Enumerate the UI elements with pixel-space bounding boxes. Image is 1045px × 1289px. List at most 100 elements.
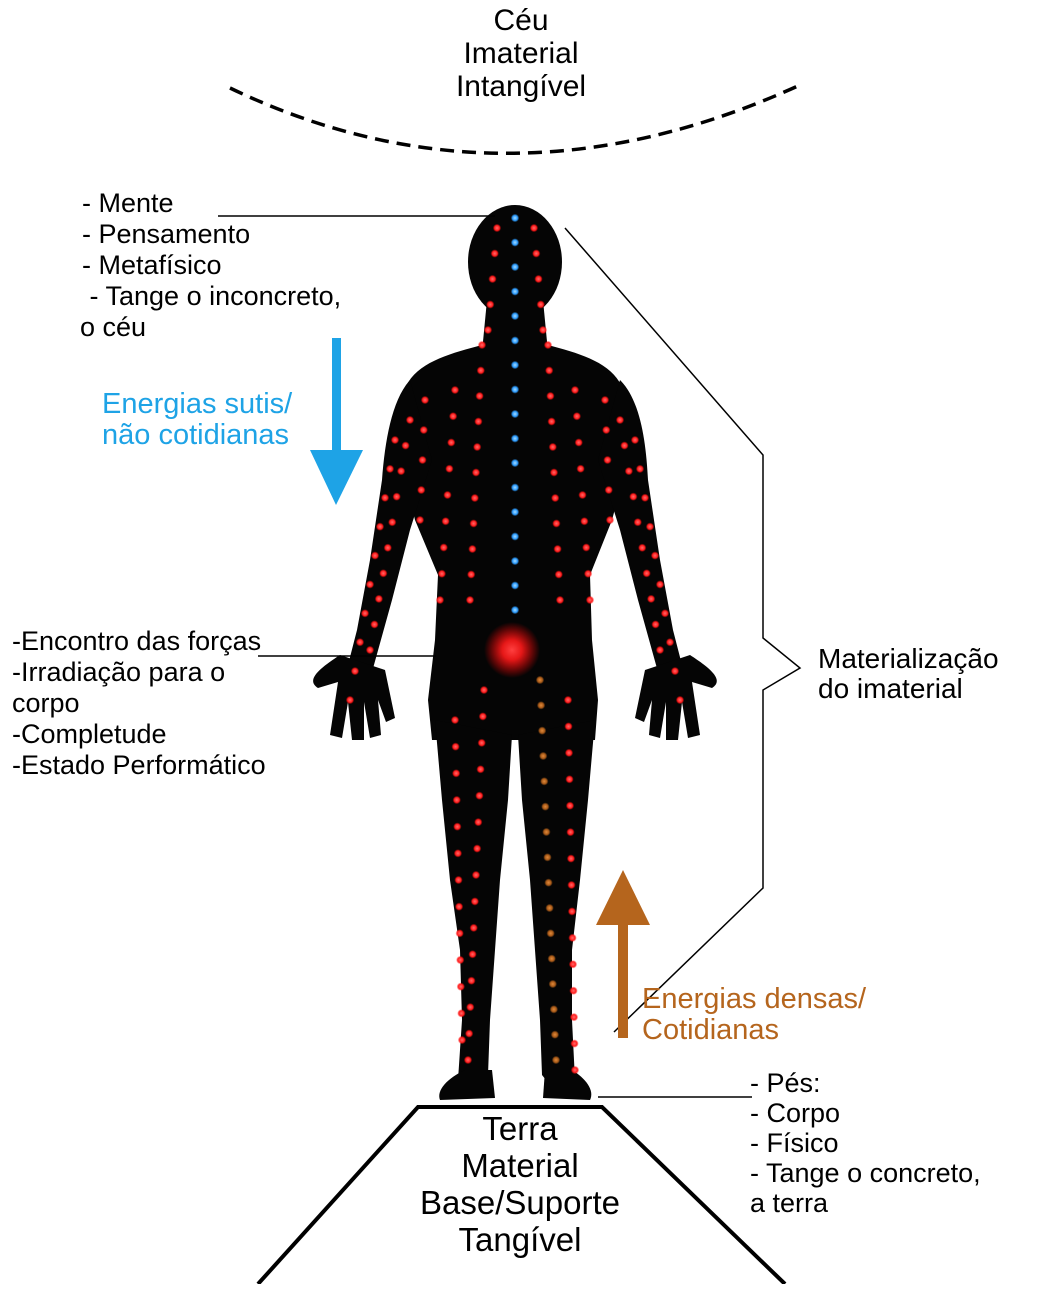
red-energy-point xyxy=(575,438,583,446)
red-energy-point xyxy=(568,907,576,915)
red-energy-point xyxy=(550,468,558,476)
feet-labels: - Pés: - Corpo - Físico - Tange o concre… xyxy=(750,1070,981,1220)
dense-energy-line: Cotidianas xyxy=(642,1016,866,1045)
red-energy-point xyxy=(605,486,613,494)
red-energy-point xyxy=(441,517,449,525)
red-energy-point xyxy=(642,569,650,577)
orange-energy-point xyxy=(542,828,550,836)
red-energy-point xyxy=(646,522,654,530)
red-energy-point xyxy=(636,465,644,473)
orange-energy-point xyxy=(538,726,546,734)
earth-line: Tangível xyxy=(420,1223,620,1256)
red-energy-point xyxy=(452,769,460,777)
red-energy-point xyxy=(584,570,592,578)
earth-line: Material xyxy=(420,1149,620,1182)
red-energy-point xyxy=(418,456,426,464)
blue-energy-point xyxy=(511,581,519,589)
red-energy-point xyxy=(453,796,461,804)
orange-energy-point xyxy=(552,1056,560,1064)
red-energy-point xyxy=(464,1056,472,1064)
red-energy-point xyxy=(671,667,679,675)
blue-energy-point xyxy=(511,263,519,271)
red-energy-point xyxy=(565,749,573,757)
blue-energy-point xyxy=(511,312,519,320)
red-energy-point xyxy=(475,792,483,800)
feet-label: - Físico xyxy=(750,1130,981,1157)
red-energy-point xyxy=(361,609,369,617)
red-energy-point xyxy=(451,716,459,724)
red-energy-point xyxy=(388,518,396,526)
red-energy-point xyxy=(443,491,451,499)
red-energy-point xyxy=(401,441,409,449)
red-energy-point xyxy=(375,595,383,603)
red-energy-point xyxy=(567,854,575,862)
red-energy-point xyxy=(457,1009,465,1017)
red-energy-point xyxy=(453,822,461,830)
mind-label: - Pensamento xyxy=(82,221,341,248)
blue-energy-point xyxy=(511,238,519,246)
orange-energy-point xyxy=(544,878,552,886)
red-energy-point xyxy=(471,494,479,502)
red-energy-point xyxy=(484,326,492,334)
dense-energy-line: Energias densas/ xyxy=(642,985,866,1014)
center-label: -Completude xyxy=(12,721,266,748)
red-energy-point xyxy=(553,545,561,553)
red-energy-point xyxy=(478,341,486,349)
center-label: -Estado Performático xyxy=(12,752,266,779)
blue-energy-point xyxy=(511,557,519,565)
red-energy-point xyxy=(457,982,465,990)
red-energy-point xyxy=(606,516,614,524)
red-energy-point xyxy=(569,987,577,995)
red-energy-point xyxy=(486,300,494,308)
red-energy-point xyxy=(573,412,581,420)
blue-energy-point xyxy=(511,214,519,222)
center-labels: -Encontro das forças -Irradiação para o … xyxy=(12,628,266,783)
subtle-energy-line: Energias sutis/ xyxy=(102,390,292,419)
blue-energy-point xyxy=(511,410,519,418)
blue-energy-point xyxy=(511,361,519,369)
red-energy-point xyxy=(417,486,425,494)
red-energy-point xyxy=(634,518,642,526)
red-energy-point xyxy=(629,492,637,500)
red-energy-point xyxy=(580,517,588,525)
red-energy-point xyxy=(620,441,628,449)
red-energy-point xyxy=(449,412,457,420)
red-energy-point xyxy=(537,300,545,308)
blue-energy-point xyxy=(511,532,519,540)
red-energy-point xyxy=(416,516,424,524)
red-energy-point xyxy=(564,696,572,704)
blue-energy-point xyxy=(511,336,519,344)
red-energy-point xyxy=(474,818,482,826)
red-energy-point xyxy=(566,802,574,810)
red-energy-point xyxy=(544,341,552,349)
feet-label: - Corpo xyxy=(750,1100,981,1127)
red-energy-point xyxy=(468,545,476,553)
red-energy-point xyxy=(564,722,572,730)
mind-label: - Metafísico xyxy=(82,252,341,279)
red-energy-point xyxy=(420,426,428,434)
red-energy-point xyxy=(440,543,448,551)
red-energy-point xyxy=(451,386,459,394)
subtle-energy-line: não cotidianas xyxy=(102,421,292,450)
red-energy-point xyxy=(571,1066,579,1074)
red-energy-point xyxy=(586,596,594,604)
red-energy-point xyxy=(555,570,563,578)
red-energy-point xyxy=(530,224,538,232)
orange-energy-point xyxy=(537,701,545,709)
orange-energy-point xyxy=(550,1005,558,1013)
orange-energy-point xyxy=(549,980,557,988)
red-energy-point xyxy=(392,492,400,500)
red-energy-point xyxy=(603,456,611,464)
red-energy-point xyxy=(534,275,542,283)
center-label: -Encontro das forças xyxy=(12,628,266,655)
red-energy-point xyxy=(384,544,392,552)
red-energy-point xyxy=(578,491,586,499)
red-energy-point xyxy=(488,275,496,283)
mind-label: o céu xyxy=(80,314,341,341)
red-energy-point xyxy=(551,494,559,502)
red-energy-point xyxy=(661,609,669,617)
red-energy-point xyxy=(576,465,584,473)
sky-line: Imaterial xyxy=(456,39,586,69)
subtle-energy-label: Energias sutis/ não cotidianas xyxy=(102,390,292,452)
red-energy-point xyxy=(351,667,359,675)
